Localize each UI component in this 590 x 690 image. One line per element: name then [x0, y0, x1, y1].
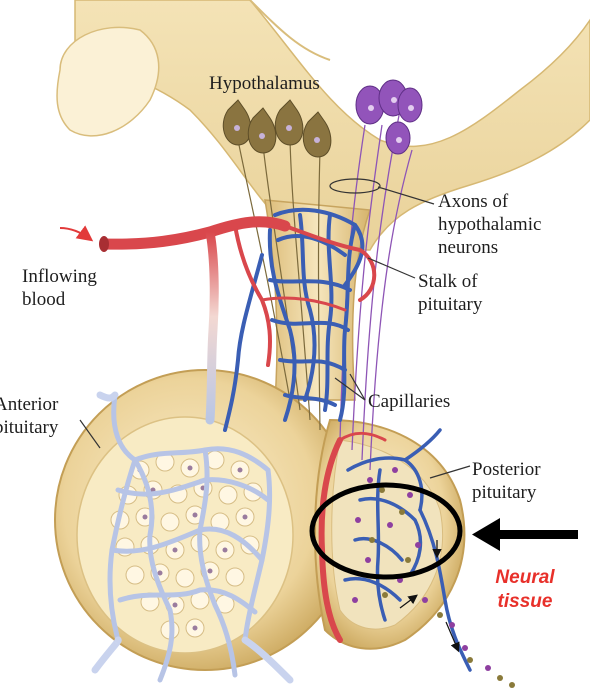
label-axons-line-2: hypothalamic: [438, 214, 542, 235]
label-inflowing-line-2: blood: [22, 289, 66, 310]
label-neural-line-1: Neural: [495, 567, 555, 588]
inflow-arrow: [59, 225, 94, 242]
capillary-plexus-stalk: [223, 207, 365, 432]
label-axons-line-1: Axons of: [438, 191, 509, 212]
label-neural-line-2: tissue: [497, 591, 553, 612]
label-stalk: Stalk of pituitary: [418, 270, 482, 316]
artery-opening: [99, 236, 109, 252]
hypophyseal-artery: [99, 216, 387, 643]
label-axons: Axons of hypothalamic neurons: [438, 190, 541, 259]
label-stalk-line-1: Stalk of: [418, 271, 478, 292]
label-inflowing-blood: Inflowing blood: [22, 265, 97, 311]
label-hypothalamus: Hypothalamus: [209, 73, 320, 94]
neurosecretory-cells-olive: [222, 99, 332, 431]
label-leader-lines: [79, 186, 471, 479]
label-inflowing-line-1: Inflowing: [22, 266, 97, 287]
label-anterior-line-1: Anterior: [0, 394, 59, 415]
label-neural-tissue: Neural tissue: [482, 566, 568, 614]
pointer-arrow: [472, 518, 578, 551]
label-capillaries: Capillaries: [368, 391, 451, 412]
label-posterior-pituitary: Posterior pituitary: [472, 458, 541, 504]
label-anterior-line-2: pituitary: [0, 417, 59, 438]
neurosecretory-cells-purple: [329, 79, 423, 471]
neurosecretory-granules: [352, 467, 515, 688]
label-axons-line-3: neurons: [438, 237, 499, 258]
anterior-pituitary-lobe: [54, 369, 356, 684]
label-posterior-line-2: pituitary: [472, 482, 537, 503]
flow-arrows: [399, 540, 460, 653]
label-stalk-line-2: pituitary: [418, 294, 483, 315]
label-posterior-line-1: Posterior: [472, 459, 541, 480]
highlight-circle: [309, 482, 463, 580]
label-anterior-pituitary: Anterior pituitary: [0, 393, 58, 439]
